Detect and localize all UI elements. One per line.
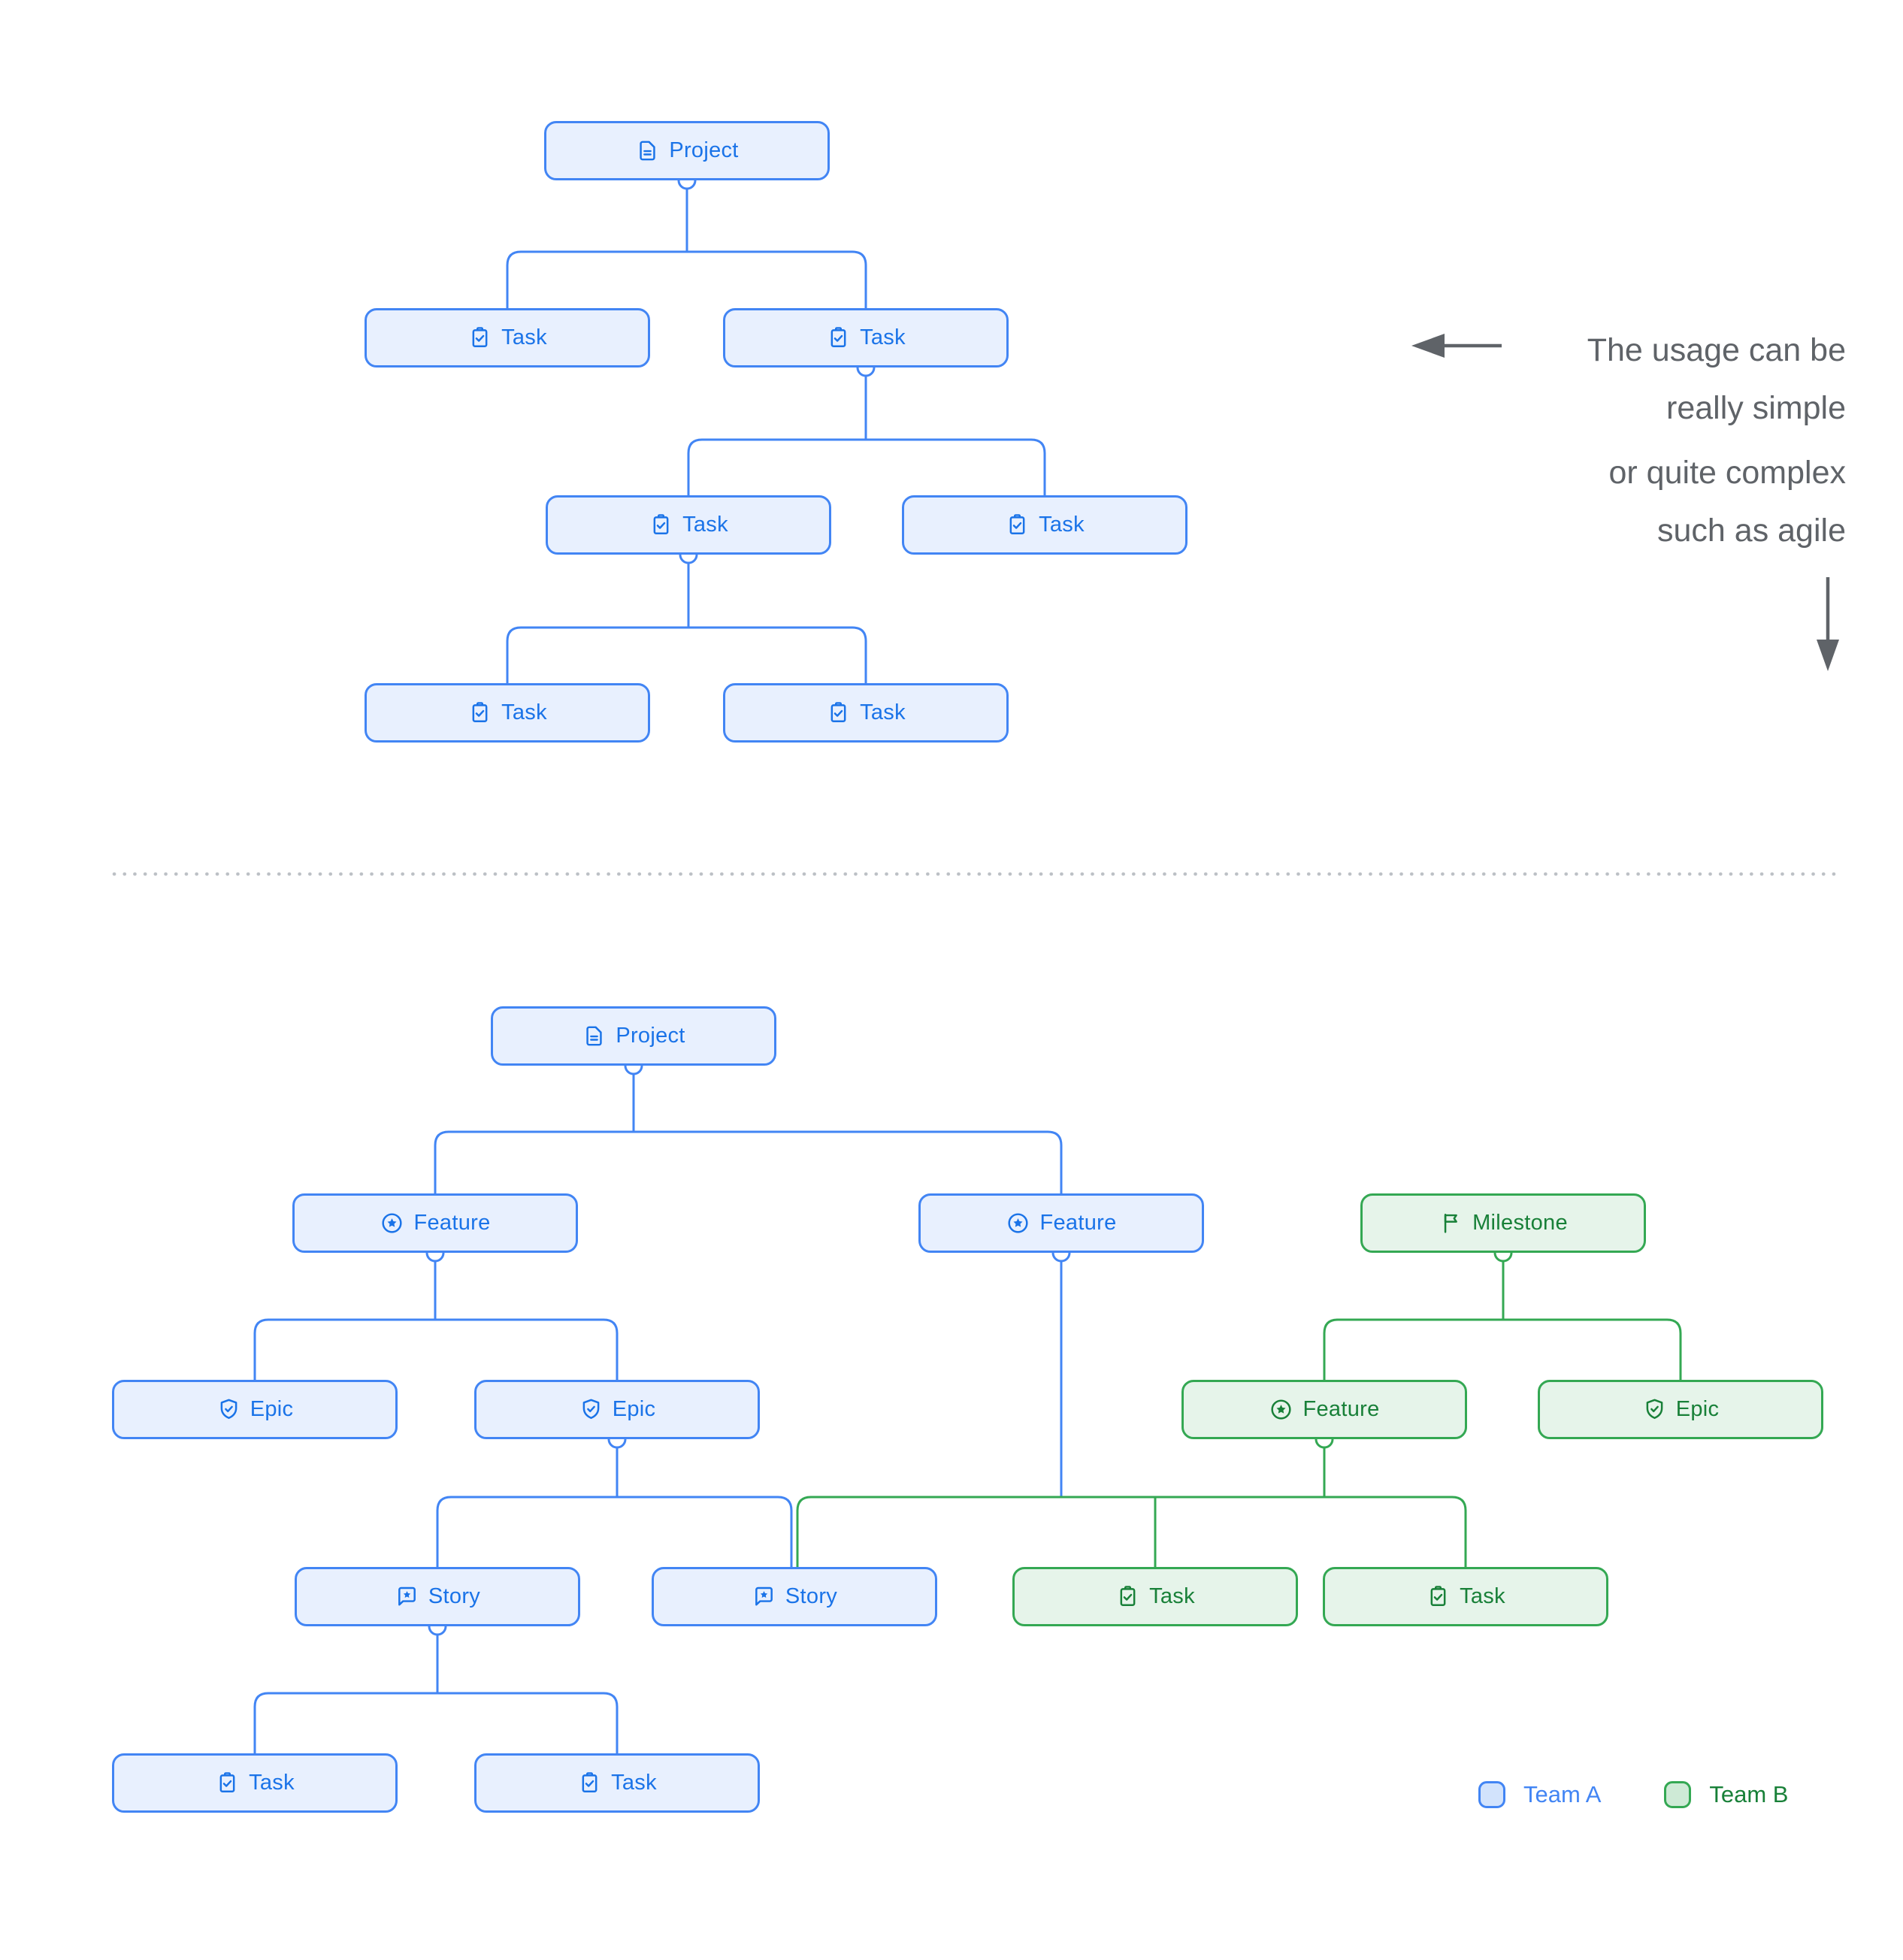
- node-label: Task: [611, 1771, 657, 1795]
- task-icon: [1005, 513, 1030, 537]
- node-task: Task: [723, 308, 1009, 368]
- task-icon: [577, 1771, 602, 1795]
- epic-icon: [1642, 1397, 1667, 1422]
- annotation-text: The usage can be really simple or quite …: [1380, 322, 1846, 560]
- node-label: Task: [860, 700, 906, 724]
- node-label: Milestone: [1472, 1211, 1568, 1235]
- node-label: Task: [1039, 513, 1085, 537]
- node-milestone: Milestone: [1360, 1193, 1646, 1253]
- annotation-line: such as agile: [1657, 513, 1846, 549]
- down-arrow-icon: [1817, 577, 1839, 671]
- task-icon: [1115, 1584, 1140, 1609]
- node-feature: Feature: [292, 1193, 578, 1253]
- feature-icon: [1269, 1397, 1293, 1422]
- node-task: Task: [1012, 1567, 1298, 1626]
- node-label: Task: [682, 513, 728, 537]
- node-label: Task: [249, 1771, 295, 1795]
- annotation-line: or quite complex: [1608, 455, 1847, 491]
- node-epic: Epic: [1538, 1380, 1823, 1439]
- story-icon: [395, 1584, 419, 1609]
- node-feature: Feature: [1181, 1380, 1467, 1439]
- epic-icon: [579, 1397, 604, 1422]
- node-label: Story: [785, 1584, 838, 1608]
- node-epic: Epic: [474, 1380, 760, 1439]
- task-icon: [215, 1771, 240, 1795]
- team-a-connectors: [253, 180, 1063, 1753]
- node-task: Task: [112, 1753, 398, 1813]
- milestone-icon: [1439, 1211, 1463, 1236]
- node-label: Project: [616, 1024, 685, 1048]
- node-label: Task: [860, 325, 906, 349]
- node-task: Task: [1323, 1567, 1608, 1626]
- legend-item-team-b: Team B: [1664, 1781, 1789, 1808]
- epic-icon: [216, 1397, 241, 1422]
- task-icon: [467, 700, 492, 725]
- feature-icon: [1006, 1211, 1030, 1236]
- node-task: Task: [365, 308, 650, 368]
- node-label: Task: [1149, 1584, 1195, 1608]
- project-icon: [582, 1024, 607, 1048]
- node-label: Task: [501, 325, 547, 349]
- node-story: Story: [652, 1567, 937, 1626]
- legend-item-team-a: Team A: [1478, 1781, 1601, 1808]
- node-story: Story: [295, 1567, 580, 1626]
- annotation-line: The usage can be: [1587, 332, 1846, 368]
- node-task: Task: [723, 683, 1009, 743]
- node-task: Task: [474, 1753, 760, 1813]
- node-task: Task: [365, 683, 650, 743]
- node-feature: Feature: [918, 1193, 1204, 1253]
- feature-icon: [380, 1211, 404, 1236]
- task-icon: [826, 325, 851, 350]
- task-icon: [467, 325, 492, 350]
- node-label: Story: [428, 1584, 481, 1608]
- team-a-swatch-icon: [1478, 1781, 1505, 1808]
- legend-label: Team B: [1709, 1781, 1789, 1807]
- node-label: Epic: [1675, 1397, 1720, 1421]
- left-arrow-icon: [1411, 334, 1502, 358]
- node-task: Task: [902, 495, 1187, 555]
- legend: Team A Team B: [1478, 1781, 1789, 1808]
- task-icon: [649, 513, 673, 537]
- node-project: Project: [491, 1006, 776, 1066]
- team-b-connectors: [796, 1253, 1682, 1567]
- node-label: Feature: [1302, 1397, 1380, 1421]
- node-label: Epic: [250, 1397, 294, 1421]
- node-epic: Epic: [112, 1380, 398, 1439]
- node-project: Project: [544, 121, 830, 180]
- task-icon: [1426, 1584, 1451, 1609]
- node-label: Project: [669, 138, 739, 162]
- task-icon: [826, 700, 851, 725]
- node-label: Task: [1460, 1584, 1505, 1608]
- team-b-swatch-icon: [1664, 1781, 1692, 1808]
- annotation-line: really simple: [1666, 390, 1846, 426]
- project-icon: [635, 138, 660, 163]
- node-label: Task: [501, 700, 547, 724]
- node-label: Feature: [413, 1211, 491, 1235]
- node-task: Task: [546, 495, 831, 555]
- story-icon: [752, 1584, 776, 1609]
- node-label: Feature: [1039, 1211, 1117, 1235]
- legend-label: Team A: [1523, 1781, 1602, 1807]
- node-label: Epic: [612, 1397, 656, 1421]
